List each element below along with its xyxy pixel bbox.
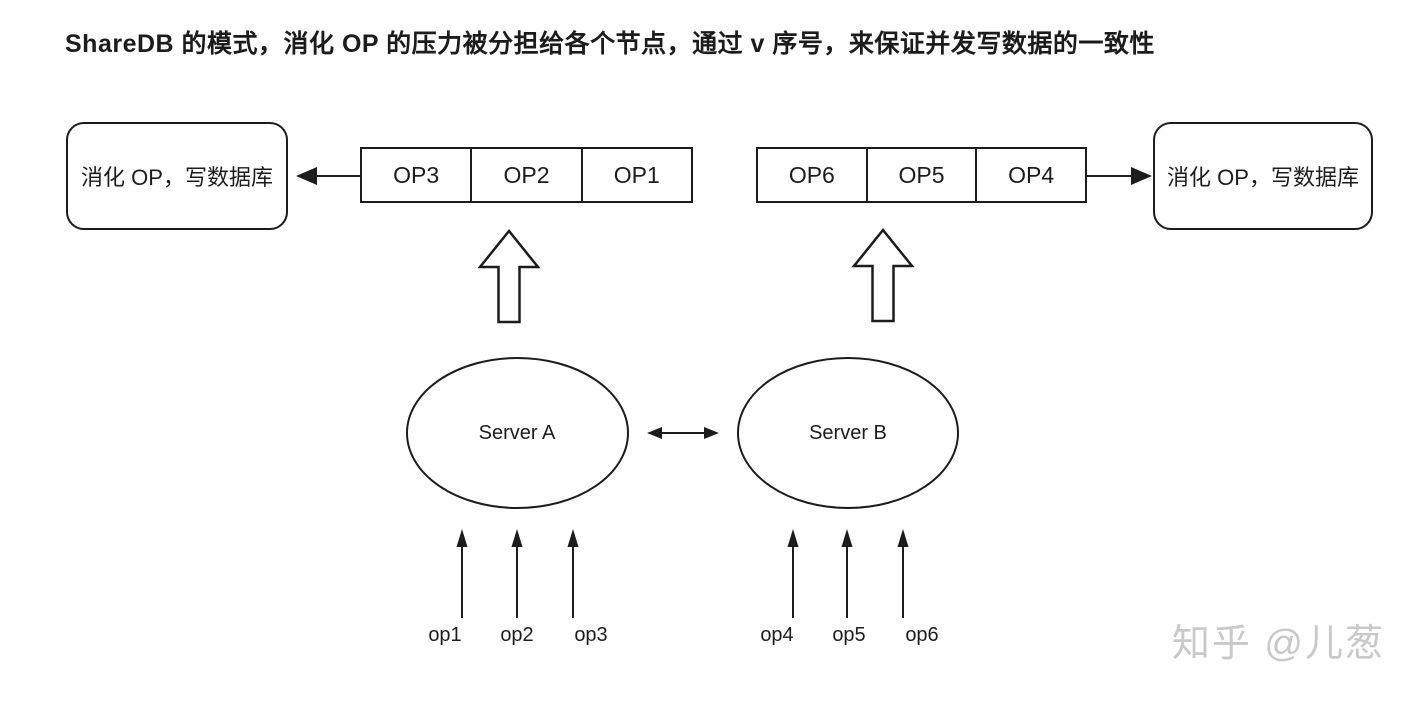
right-consumer-box: 消化 OP，写数据库 [1153, 122, 1373, 230]
queue-cell-op1: OP1 [580, 149, 691, 201]
op1-label: op1 [428, 624, 462, 646]
arrow-op4 [787, 529, 799, 618]
op4-label: op4 [760, 624, 794, 646]
server-b-label: Server B [809, 422, 887, 444]
arrow-right-queue-to-consumer [1087, 167, 1152, 185]
block-arrow-server-b-to-queue [851, 228, 915, 323]
arrow-op5 [841, 529, 853, 618]
queue-cell-op6: OP6 [788, 161, 835, 188]
server-a-label: Server A [478, 422, 556, 444]
arrow-op1 [456, 529, 468, 618]
block-arrow-server-a-to-queue [477, 229, 541, 324]
right-op-queue: OP6 OP5 OP4 [756, 147, 1087, 203]
op2-label: op2 [500, 624, 534, 646]
left-consumer-label: 消化 OP，写数据库 [81, 165, 273, 190]
op5-label: op5 [832, 624, 866, 646]
queue-cell-op5: OP5 [865, 149, 976, 201]
arrow-server-a-server-b [647, 427, 719, 439]
arrow-op6 [897, 529, 909, 618]
arrow-op3 [567, 529, 579, 618]
right-consumer-label: 消化 OP，写数据库 [1167, 165, 1359, 190]
diagram-title: ShareDB 的模式，消化 OP 的压力被分担给各个节点，通过 v 序号，来保… [65, 30, 1155, 58]
left-consumer-box: 消化 OP，写数据库 [66, 122, 288, 230]
queue-cell-op2: OP2 [470, 149, 580, 201]
op6-label: op6 [905, 624, 939, 646]
op3-label: op3 [574, 624, 608, 646]
queue-cell-op4: OP4 [975, 149, 1085, 201]
zhihu-watermark: 知乎 @儿葱 [1171, 623, 1385, 665]
left-op-queue: OP3 OP2 OP1 [360, 147, 693, 203]
queue-cell-op3: OP3 [393, 161, 440, 188]
arrow-left-queue-to-consumer [296, 167, 362, 185]
arrow-op2 [511, 529, 523, 618]
